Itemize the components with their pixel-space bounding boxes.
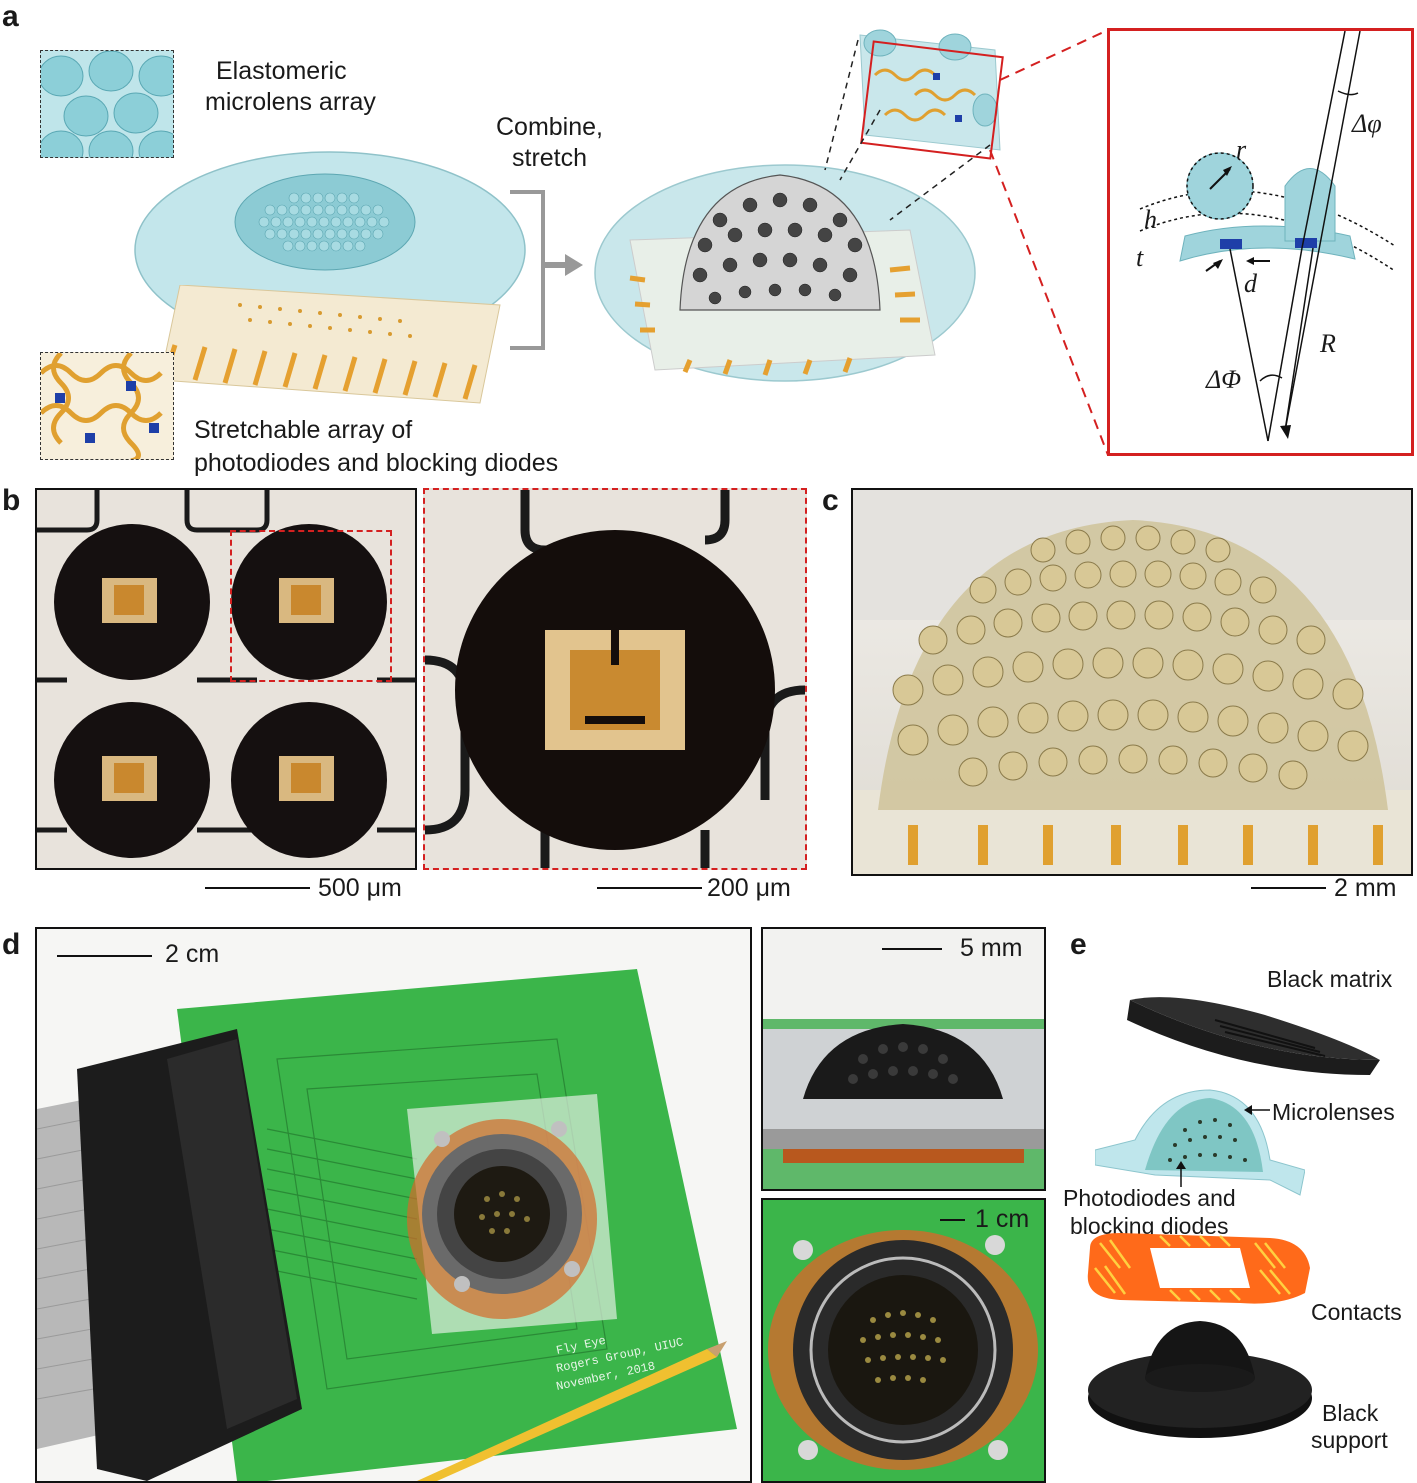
scalebar-d-top-right: [882, 948, 942, 950]
zoom-box-b: [230, 530, 392, 682]
panel-label-e: e: [1070, 928, 1087, 961]
label-contacts: Contacts: [1311, 1299, 1402, 1325]
micrograph-array: [35, 488, 417, 870]
zoom-lines: [824, 29, 1109, 456]
panel-label-a: a: [2, 0, 19, 33]
geom-label-dphi-small: Δφ: [1352, 109, 1382, 138]
combine-label-line1: Combine,: [496, 113, 603, 141]
geom-label-h: h: [1144, 205, 1157, 234]
combine-bracket-arrow: [510, 190, 583, 350]
label-support-line1: Black: [1322, 1400, 1379, 1426]
photo-device-board-image: Fly Eye Rogers Group, UIUC November, 201…: [37, 969, 737, 1481]
microlens-inset-graphic: [41, 51, 173, 157]
magnified-tile: [859, 29, 1001, 151]
label-black-matrix: Black matrix: [1267, 966, 1393, 992]
panel-label-b: b: [2, 484, 21, 517]
assembled-eye: [594, 164, 976, 382]
photo-compound-eye: [851, 488, 1413, 876]
photo-device-top-image: [768, 1230, 1038, 1470]
diode-sheet: [160, 285, 501, 404]
photodiodes-arrow: [1176, 1161, 1186, 1187]
geometry-inset: r h t d R Δφ ΔΦ: [1107, 28, 1414, 456]
scalebar-d-bottom-right: [940, 1219, 965, 1221]
scalebar-d-main: [57, 955, 152, 957]
panel-label-d: d: [2, 928, 21, 961]
panel-label-c: c: [822, 484, 839, 517]
diode-inset-graphic: [41, 353, 163, 459]
scalebar-c: [1251, 887, 1326, 889]
geom-label-d: d: [1244, 269, 1257, 298]
diode-label-line2: photodiodes and blocking diodes: [194, 449, 559, 477]
contacts-graphic: [1087, 1233, 1310, 1304]
microlens-inset: [40, 50, 174, 158]
black-matrix-graphic: [1127, 997, 1380, 1075]
scale-label-c: 2 mm: [1334, 874, 1397, 902]
micrograph-zoom: [423, 488, 807, 870]
label-support-line2: support: [1311, 1427, 1388, 1453]
label-microlenses: Microlenses: [1272, 1099, 1395, 1125]
photo-device-board: Fly Eye Rogers Group, UIUC November, 201…: [35, 927, 752, 1483]
photo-compound-eye-image: [853, 490, 1411, 874]
geom-label-r: r: [1236, 135, 1247, 164]
scale-label-b-left: 500 μm: [318, 874, 402, 902]
micrograph-array-image: [37, 490, 415, 858]
diode-label-line1: Stretchable array of: [194, 416, 413, 444]
label-photodiodes-line1: Photodiodes and: [1063, 1185, 1236, 1211]
scale-label-b-right: 200 μm: [707, 874, 791, 902]
geom-label-t: t: [1136, 243, 1144, 272]
photo-device-side: [761, 927, 1046, 1191]
micrograph-zoom-image: [425, 490, 805, 868]
photo-device-side-image: [763, 1019, 1044, 1189]
geom-label-dPhi-large: ΔΦ: [1206, 365, 1242, 394]
microlens-label-line2: microlens array: [205, 88, 376, 116]
scalebar-b-left: [205, 887, 310, 889]
scale-label-d-main: 2 cm: [165, 940, 220, 968]
geometry-diagram: [1139, 30, 1396, 442]
photo-device-top: [761, 1198, 1046, 1483]
combine-label-line2: stretch: [512, 144, 588, 172]
geom-label-R: R: [1320, 329, 1336, 358]
scale-label-d-bottom-right: 1 cm: [975, 1205, 1030, 1233]
microlenses-arrow: [1244, 1105, 1270, 1115]
microlens-label-line1: Elastomeric: [216, 57, 347, 85]
microlens-dome-graphic: [1095, 1089, 1305, 1196]
black-support-graphic: [1088, 1321, 1312, 1438]
diode-inset: [40, 352, 174, 460]
scale-label-d-top-right: 5 mm: [960, 934, 1023, 962]
scalebar-b-right: [597, 887, 702, 889]
